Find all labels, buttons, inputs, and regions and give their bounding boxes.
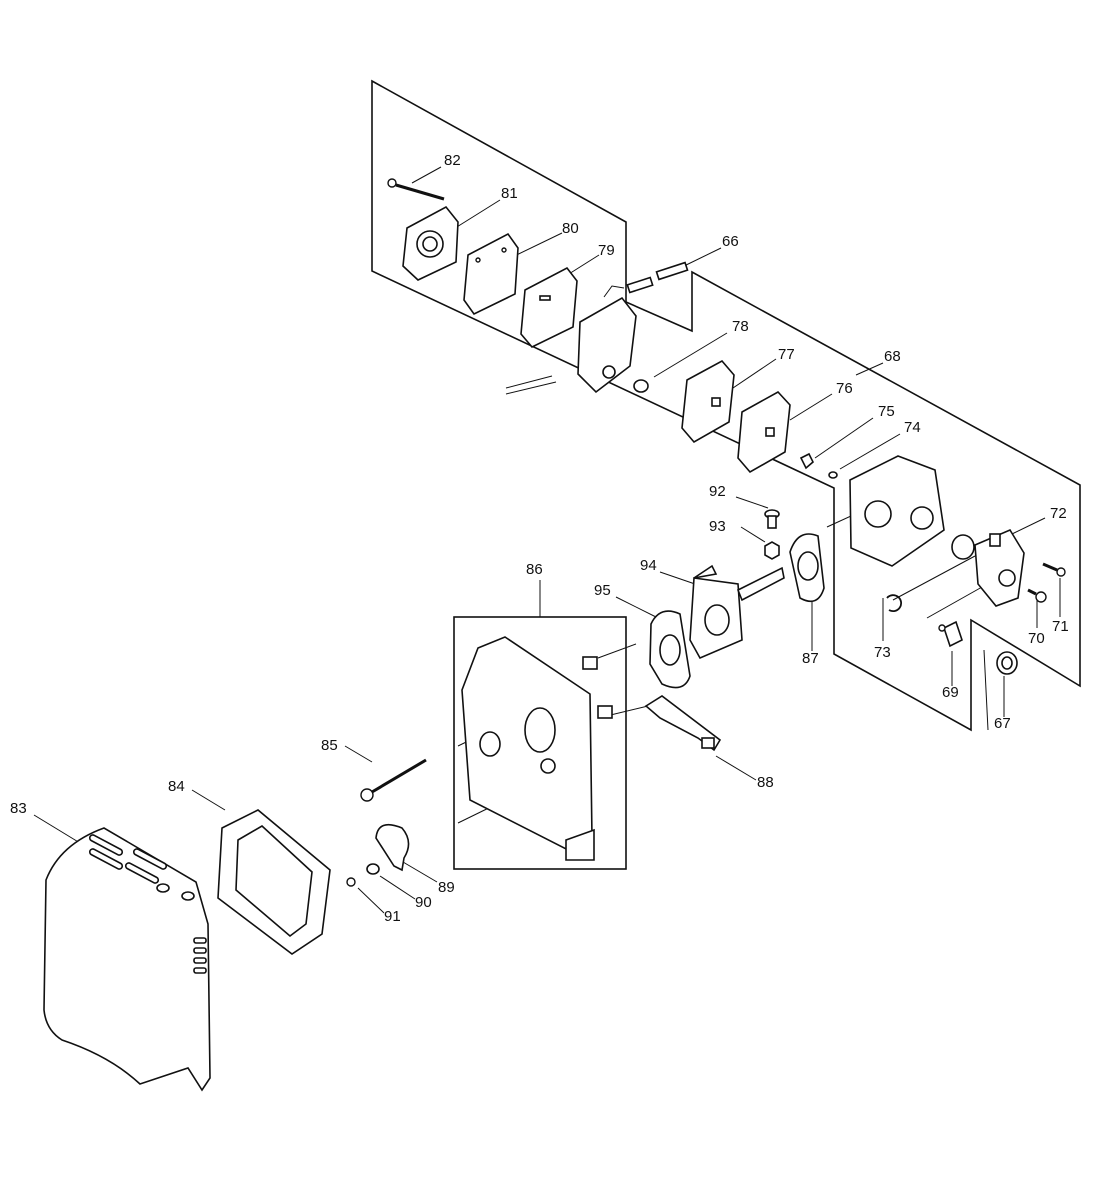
callout-77: 77: [778, 346, 795, 363]
clip-73: [886, 594, 902, 613]
callout-90: 90: [415, 894, 432, 911]
carburetor-body: [849, 455, 945, 567]
air-box-86: [461, 636, 613, 861]
pump-cover-81: [402, 205, 459, 281]
filter-element-84: [217, 809, 331, 955]
screw-70: [1027, 588, 1047, 603]
gasket-76: [737, 390, 791, 474]
screw-85: [360, 758, 427, 802]
callout-92: 92: [709, 483, 726, 500]
callout-83: 83: [10, 800, 27, 817]
bracket-94: [689, 564, 785, 660]
gasket-95: [649, 610, 691, 689]
callout-79: 79: [598, 242, 615, 259]
callout-84: 84: [168, 778, 185, 795]
callout-74: 74: [904, 419, 921, 436]
callout-91: 91: [384, 908, 401, 925]
throttle-72: [951, 528, 1025, 607]
nut-93: [764, 541, 780, 560]
screw-71: [1042, 562, 1066, 577]
callout-82: 82: [444, 152, 461, 169]
screw-75: [799, 452, 814, 470]
diaphragm-79: [520, 266, 578, 348]
callout-75: 75: [878, 403, 895, 420]
pump-body: [505, 285, 637, 395]
callout-70: 70: [1028, 630, 1045, 647]
callout-95: 95: [594, 582, 611, 599]
choke-plate-89: [375, 823, 410, 872]
screw-91: [346, 877, 356, 887]
tube-66: [626, 261, 689, 294]
callout-71: 71: [1052, 618, 1069, 635]
lever-88: [644, 695, 722, 752]
gasket-80: [463, 232, 519, 316]
callout-66: 66: [722, 233, 739, 250]
callout-94: 94: [640, 557, 657, 574]
seal-67: [983, 649, 1018, 731]
plate-77: [681, 359, 735, 444]
callout-81: 81: [501, 185, 518, 202]
callout-68: 68: [884, 348, 901, 365]
callout-73: 73: [874, 644, 891, 661]
washer-90: [366, 863, 380, 875]
callout-69: 69: [942, 684, 959, 701]
callout-86: 86: [526, 561, 543, 578]
callout-87: 87: [802, 650, 819, 667]
callout-80: 80: [562, 220, 579, 237]
callout-67: 67: [994, 715, 1011, 732]
knob-69: [938, 620, 963, 648]
screen-78: [633, 379, 649, 393]
callout-numbers: 66 67 68 69 70 71 72 73 74 75 76 77 78 7…: [10, 152, 1069, 925]
callout-85: 85: [321, 737, 338, 754]
screw-82: [387, 178, 445, 201]
o-ring-74: [828, 471, 838, 479]
bolt-92: [764, 509, 780, 529]
callout-78: 78: [732, 318, 749, 335]
cover-83: [43, 827, 211, 1092]
callout-76: 76: [836, 380, 853, 397]
callout-93: 93: [709, 518, 726, 535]
gasket-87: [789, 533, 825, 603]
callout-89: 89: [438, 879, 455, 896]
callout-88: 88: [757, 774, 774, 791]
callout-72: 72: [1050, 505, 1067, 522]
